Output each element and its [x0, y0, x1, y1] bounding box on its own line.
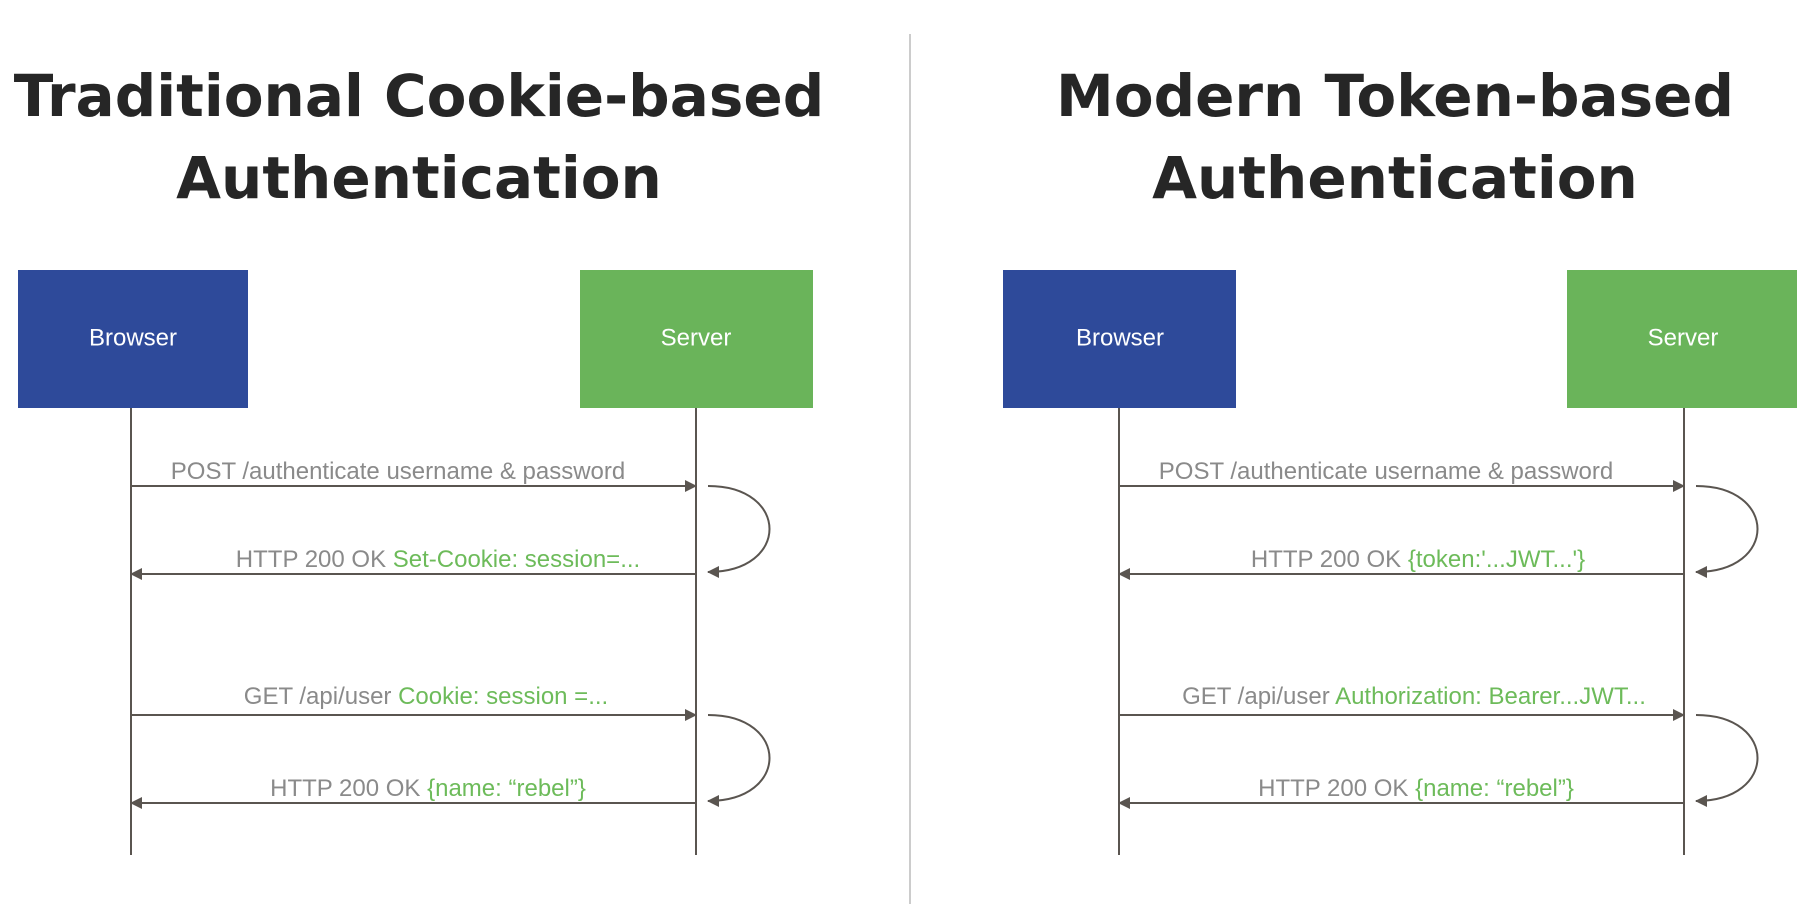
message-label: HTTP 200 OK Set-Cookie: session=...	[236, 546, 640, 573]
browser-box-label: Browser	[89, 324, 177, 351]
server-box-label: Server	[661, 324, 732, 351]
message-label: HTTP 200 OK {name: “rebel”}	[1258, 775, 1574, 802]
server-box-label: Server	[1648, 324, 1719, 351]
panel-title-line2: Authentication	[1152, 144, 1638, 212]
browser-box-label: Browser	[1076, 324, 1164, 351]
message-label: POST /authenticate username & password	[171, 458, 625, 485]
message-label: HTTP 200 OK {name: “rebel”}	[270, 775, 586, 802]
message-plain-text: POST /authenticate username & password	[171, 458, 625, 485]
panel-title-line1: Traditional Cookie-based	[14, 62, 824, 130]
server-processing-loop	[1695, 485, 1759, 578]
message-plain-text: GET /api/user	[244, 683, 398, 710]
message-accent-text: Authorization: Bearer...JWT...	[1335, 683, 1646, 710]
panel-title-line1: Modern Token-based	[1056, 62, 1734, 130]
message-accent-text: Set-Cookie: session=...	[393, 546, 640, 573]
message-accent-text: Cookie: session =...	[398, 683, 608, 710]
message-plain-text: HTTP 200 OK	[236, 546, 393, 573]
server-processing-loop	[707, 485, 771, 578]
message-label: HTTP 200 OK {token:'...JWT...'}	[1251, 546, 1585, 573]
server-processing-loop	[1695, 714, 1759, 807]
message-label: GET /api/user Authorization: Bearer...JW…	[1182, 683, 1646, 710]
message-accent-text: {name: “rebel”}	[1415, 775, 1574, 802]
message-accent-text: {token:'...JWT...'}	[1408, 546, 1585, 573]
panel-title-line2: Authentication	[176, 144, 662, 212]
server-box	[580, 270, 813, 408]
message-plain-text: HTTP 200 OK	[270, 775, 427, 802]
browser-box	[18, 270, 248, 408]
server-processing-loop	[707, 714, 771, 807]
server-box	[1567, 270, 1797, 408]
panel-token-auth: Modern Token-based Authentication Browse…	[1003, 62, 1797, 855]
message-label: POST /authenticate username & password	[1159, 458, 1613, 485]
message-plain-text: HTTP 200 OK	[1258, 775, 1415, 802]
panel-cookie-auth: Traditional Cookie-based Authentication …	[14, 62, 824, 855]
message-accent-text: {name: “rebel”}	[427, 775, 586, 802]
message-plain-text: GET /api/user	[1182, 683, 1335, 710]
message-label: GET /api/user Cookie: session =...	[244, 683, 608, 710]
message-plain-text: POST /authenticate username & password	[1159, 458, 1613, 485]
message-plain-text: HTTP 200 OK	[1251, 546, 1408, 573]
browser-box	[1003, 270, 1236, 408]
